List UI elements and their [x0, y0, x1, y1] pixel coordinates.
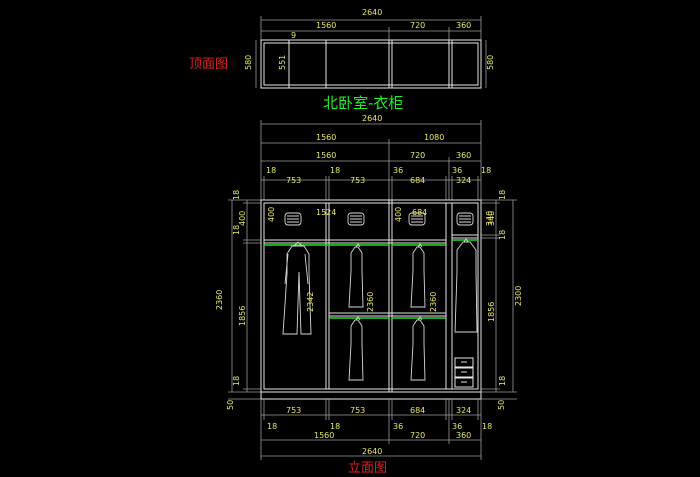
bottom-c2: 720 [410, 431, 425, 440]
bottom-c3: 360 [456, 431, 471, 440]
top-view-outline [260, 39, 482, 89]
right-c-dim: 18 [498, 230, 507, 240]
inner-top-w-mid: 684 [412, 208, 427, 217]
elevation-top-dim-lines [260, 120, 482, 200]
bottom-d3: 18 [330, 422, 340, 431]
left-c-dim: 18 [232, 225, 241, 235]
right-base-dim: 50 [497, 400, 506, 410]
top-total-dim: 2640 [362, 8, 382, 17]
inner-bay2-h: 2360 [366, 292, 375, 312]
bottom-d7: 36 [452, 422, 462, 431]
bottom-c1: 1560 [314, 431, 334, 440]
top-depth-right-dim: 580 [486, 55, 495, 70]
elev-d3-dim: 18 [330, 166, 340, 175]
elev-d8-dim: 324 [456, 176, 471, 185]
right-e-dim: 18 [498, 376, 507, 386]
right-a-dim: 18 [498, 190, 507, 200]
elev-c3-dim: 360 [456, 151, 471, 160]
elev-b-dim: 1080 [424, 133, 444, 142]
bottom-total: 2640 [362, 447, 382, 456]
top-mid-dim: 720 [410, 21, 425, 30]
elevation-outline [260, 199, 482, 400]
folded-clothes-icons [284, 212, 474, 226]
left-total-dim: 2360 [215, 290, 224, 310]
left-b-dim: 400 [238, 211, 247, 226]
top-thickness-dim: 9 [291, 31, 296, 40]
left-d-dim: 1856 [238, 306, 247, 326]
hanging-clothes-icons [282, 238, 478, 381]
elev-a-dim: 1560 [316, 133, 336, 142]
left-base-dim: 50 [226, 400, 235, 410]
elev-total-dim: 2640 [362, 114, 382, 123]
elev-d7-dim: 36 [452, 166, 462, 175]
elev-c1-dim: 1560 [316, 151, 336, 160]
bottom-d8: 324 [456, 406, 471, 415]
inner-bay3-h: 2360 [429, 292, 438, 312]
top-right-dim: 360 [456, 21, 471, 30]
elev-d4-dim: 753 [350, 176, 365, 185]
top-view-title: 顶面图 [189, 57, 228, 72]
elevation-right-dim-lines [481, 199, 517, 400]
elev-c2-dim: 720 [410, 151, 425, 160]
bottom-d2: 753 [286, 406, 301, 415]
bottom-d5: 36 [393, 422, 403, 431]
top-view: 2640 1560 720 360 580 551 9 580 顶面图 [189, 8, 495, 89]
inner-top-h-left: 400 [267, 207, 276, 222]
inner-bay1-h: 2342 [306, 292, 315, 312]
top-right-dim-line [255, 40, 487, 88]
elev-d5-dim: 36 [393, 166, 403, 175]
elev-d9-dim: 18 [481, 166, 491, 175]
inner-right-top: 340 [485, 211, 494, 226]
elev-d6-dim: 684 [410, 176, 425, 185]
elevation-bottom-dim-lines [260, 399, 482, 460]
right-total-dim: 2300 [514, 286, 523, 306]
top-left-dim: 1560 [316, 21, 336, 30]
inner-top-w-left: 1524 [316, 208, 336, 217]
inner-top-h-mid: 400 [394, 207, 403, 222]
left-e-dim: 18 [232, 376, 241, 386]
bottom-d6: 684 [410, 406, 425, 415]
top-view-dim-lines [260, 16, 482, 40]
bottom-d4: 753 [350, 406, 365, 415]
right-b-dim: 340 [487, 211, 496, 226]
left-a-dim: 18 [232, 190, 241, 200]
elev-d2-dim: 753 [286, 176, 301, 185]
bottom-d1: 18 [267, 422, 277, 431]
elev-d1-dim: 18 [266, 166, 276, 175]
top-inner-depth-dim: 551 [278, 55, 287, 70]
bottom-d9: 18 [482, 422, 492, 431]
main-title: 北卧室-衣柜 [323, 94, 403, 112]
elevation-left-dim-lines [228, 199, 261, 400]
top-depth-left-dim: 580 [244, 55, 253, 70]
right-d-dim: 1856 [487, 302, 496, 322]
elevation-title: 立面图 [348, 461, 387, 476]
